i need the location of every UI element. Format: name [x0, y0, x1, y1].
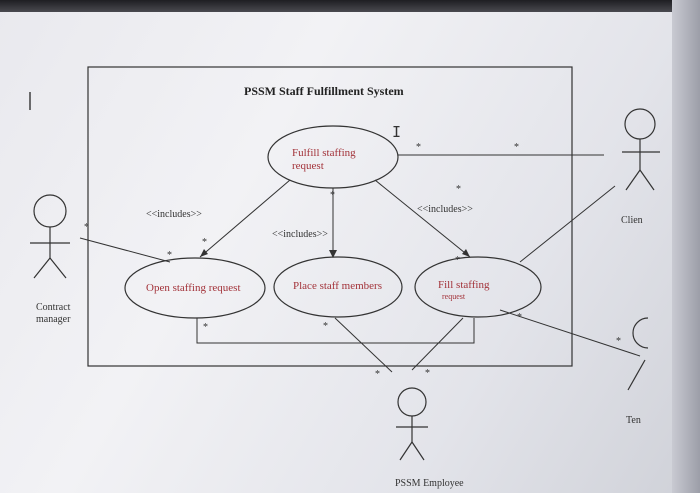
- assoc-contract-manager-open: [79, 237, 171, 263]
- actor-client-label: Clien: [621, 215, 643, 226]
- usecase-fill-ellipse: [414, 256, 542, 318]
- multiplicity-marker: *: [425, 368, 430, 379]
- actor-client-figure: [622, 108, 660, 191]
- actor-contract-manager-line1: Contract: [36, 302, 71, 313]
- system-boundary: [87, 66, 573, 367]
- multiplicity-marker: *: [167, 250, 172, 261]
- usecase-fulfill-line1: Fulfill staffing: [292, 147, 356, 159]
- monitor-bezel-top: [0, 0, 700, 12]
- usecase-fill-label: Fill staffing request: [438, 279, 489, 301]
- multiplicity-marker: *: [517, 312, 522, 323]
- usecase-fill-line1: Fill staffing: [438, 279, 490, 291]
- monitor-bezel-right: [672, 0, 700, 493]
- multiplicity-marker: *: [330, 190, 335, 201]
- multiplicity-marker: *: [416, 142, 421, 153]
- multiplicity-marker: *: [375, 369, 380, 380]
- usecase-fulfill-line2: request: [292, 160, 324, 172]
- assoc-open-fill-connector: [196, 318, 475, 344]
- usecase-place-label: Place staff members: [293, 280, 382, 292]
- include-arrow-fill: [374, 179, 471, 258]
- include-arrowhead-place: [329, 250, 337, 258]
- assoc-fill-client: [519, 185, 616, 263]
- actor-ten-label: Ten: [626, 415, 641, 426]
- include-arrowhead-fill: [462, 249, 470, 257]
- assoc-fill-ten: [499, 309, 641, 357]
- usecase-fulfill-ellipse: [267, 125, 399, 189]
- actor-contract-manager-figure: [30, 194, 70, 279]
- usecase-place-ellipse: [273, 256, 403, 318]
- multiplicity-marker: *: [456, 184, 461, 195]
- actor-ten-figure: [627, 317, 649, 391]
- usecase-open-ellipse: [124, 257, 266, 319]
- actor-employee-figure: [396, 387, 428, 461]
- multiplicity-marker: *: [84, 222, 89, 233]
- assoc-fill-employee: [411, 317, 464, 371]
- multiplicity-marker: *: [202, 237, 207, 248]
- actor-contract-manager-line2: manager: [36, 314, 71, 325]
- assoc-place-employee: [334, 317, 393, 373]
- include-arrowhead-open: [200, 249, 208, 257]
- usecase-open-label: Open staffing request: [146, 282, 241, 294]
- include-label-place: <<includes>>: [272, 229, 328, 240]
- text-cursor-icon: I: [392, 123, 402, 141]
- system-title: PSSM Staff Fulfillment System: [244, 84, 404, 98]
- multiplicity-marker: *: [616, 336, 621, 347]
- actor-employee-label: PSSM Employee: [395, 478, 464, 489]
- multiplicity-marker: *: [455, 255, 460, 266]
- include-label-fill: <<includes>>: [417, 204, 473, 215]
- usecase-fill-line2: request: [442, 292, 466, 301]
- multiplicity-marker: *: [203, 322, 208, 333]
- include-arrow-open: [199, 179, 291, 258]
- usecase-fulfill-label: Fulfill staffing request: [292, 147, 356, 173]
- actor-contract-manager-label: Contract manager: [36, 302, 70, 326]
- multiplicity-marker: *: [514, 142, 519, 153]
- multiplicity-marker: *: [323, 321, 328, 332]
- include-label-open: <<includes>>: [146, 209, 202, 220]
